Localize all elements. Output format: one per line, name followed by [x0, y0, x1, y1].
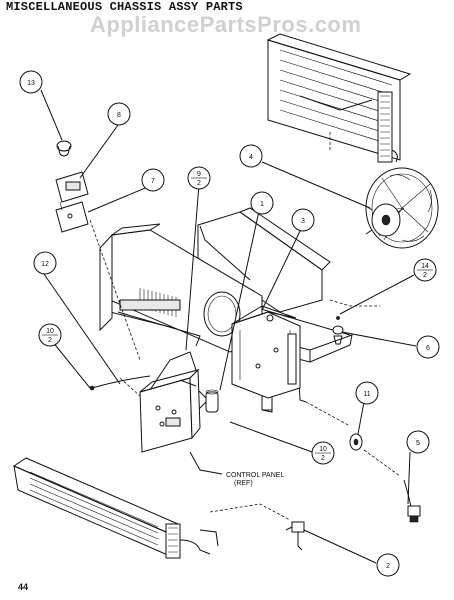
callout-8-label: 8 — [117, 112, 121, 119]
callout-12-label: 12 — [41, 261, 49, 268]
callout-5: 5 — [406, 430, 430, 454]
control-panel — [139, 351, 201, 453]
callout-10b-bottom: 2 — [321, 455, 325, 462]
fan-assembly — [365, 167, 439, 249]
grommet — [349, 433, 363, 451]
page-number: 44 — [18, 582, 29, 592]
callout-2-label: 2 — [386, 563, 390, 570]
callout-10-2-right: 10 2 — [311, 441, 335, 465]
callout-7: 7 — [141, 168, 165, 192]
power-cord — [403, 479, 421, 523]
callout-11: 11 — [355, 381, 379, 405]
condenser-coil — [266, 33, 412, 163]
callout-7-label: 7 — [151, 178, 155, 185]
relay-switch — [285, 521, 305, 551]
control-bracket — [55, 171, 89, 233]
screw-part — [332, 316, 344, 345]
callout-13: 13 — [19, 70, 43, 94]
evaporator-coil — [12, 457, 219, 559]
callout-6-label: 6 — [426, 345, 430, 352]
callout-4: 4 — [239, 144, 263, 168]
callout-2: 2 — [376, 553, 400, 577]
knob-part — [56, 140, 72, 157]
callout-14-top: 14 — [421, 263, 429, 270]
watermark: AppliancePartsPros.com — [90, 12, 362, 37]
callout-1: 1 — [250, 191, 274, 215]
callout-14-2: 14 2 — [413, 258, 437, 282]
callout-3: 3 — [291, 208, 315, 232]
callout-4-label: 4 — [249, 154, 253, 161]
callout-13-label: 13 — [27, 80, 35, 87]
control-panel-line1: CONTROL PANEL — [226, 472, 284, 479]
callout-10a-top: 10 — [46, 328, 54, 335]
callout-11-label: 11 — [363, 391, 370, 398]
capacitor — [197, 389, 219, 413]
callout-14-bottom: 2 — [423, 272, 427, 279]
page-title: MISCELLANEOUS CHASSIS ASSY PARTS — [6, 0, 243, 14]
leader-lines — [40, 89, 417, 564]
callout-1-label: 1 — [260, 201, 264, 208]
callout-3-label: 3 — [301, 218, 305, 225]
callout-12: 12 — [33, 251, 57, 275]
control-panel-line2: (REF) — [234, 480, 253, 487]
control-panel-label: CONTROL PANEL (REF) — [226, 472, 284, 487]
callout-10a-bottom: 2 — [48, 337, 52, 344]
callout-10b-top: 10 — [319, 446, 327, 453]
callout-5-label: 5 — [416, 440, 420, 447]
callout-10-2-left: 10 2 — [38, 323, 62, 347]
callout-8: 8 — [107, 102, 131, 126]
chassis-base — [99, 207, 353, 413]
callout-9-2: 9 2 — [187, 166, 211, 190]
callout-9-bottom: 2 — [197, 180, 201, 187]
callout-6: 6 — [416, 335, 440, 359]
callout-9-top: 9 — [197, 171, 201, 178]
